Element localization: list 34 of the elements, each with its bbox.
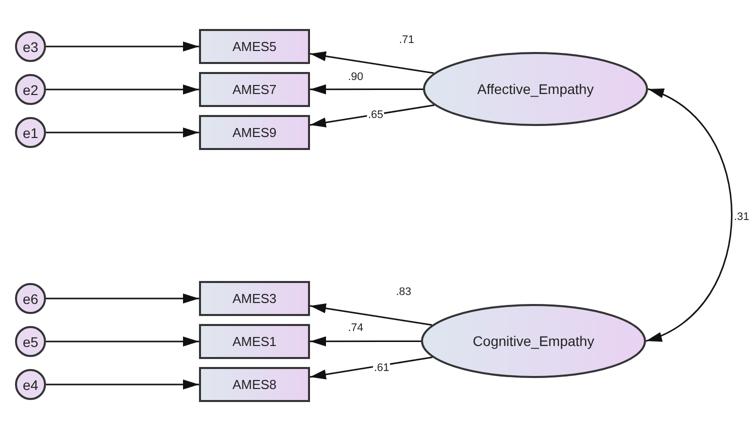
edge-label: .83 (395, 286, 412, 298)
observed-variable-box: AMES5 (199, 29, 310, 64)
arrow (46, 84, 199, 94)
arrow (46, 336, 199, 346)
arrow (310, 84, 423, 94)
arrow (46, 128, 199, 138)
edge-label: .65 (367, 109, 384, 121)
arrow (46, 42, 199, 52)
error-term-circle: e4 (15, 369, 46, 400)
latent-variable-ellipse: Affective_Empathy (423, 52, 648, 126)
error-term-circle: e6 (15, 283, 46, 314)
arrow (310, 51, 434, 74)
arrow (310, 104, 434, 128)
error-term-circle: e1 (15, 117, 46, 148)
edge-label: .71 (398, 34, 416, 46)
observed-variable-box: AMES7 (199, 72, 310, 107)
edge-label: .90 (347, 71, 364, 83)
arrow (310, 303, 432, 326)
covariance-arrow (646, 88, 732, 342)
arrow (310, 356, 433, 380)
observed-variable-box: AMES3 (199, 281, 310, 316)
observed-variable-box: AMES1 (199, 324, 310, 359)
error-term-circle: e2 (15, 74, 46, 105)
edge-label: .61 (373, 362, 390, 374)
error-term-circle: e5 (15, 326, 46, 357)
arrow (46, 380, 199, 390)
arrow (310, 336, 421, 346)
observed-variable-box: AMES8 (199, 367, 310, 402)
arrow (46, 294, 199, 304)
edge-label: .74 (347, 322, 364, 334)
edge-label: .31 (733, 211, 750, 223)
observed-variable-box: AMES9 (199, 115, 310, 150)
error-term-circle: e3 (15, 31, 46, 62)
latent-variable-ellipse: Cognitive_Empathy (421, 304, 646, 378)
